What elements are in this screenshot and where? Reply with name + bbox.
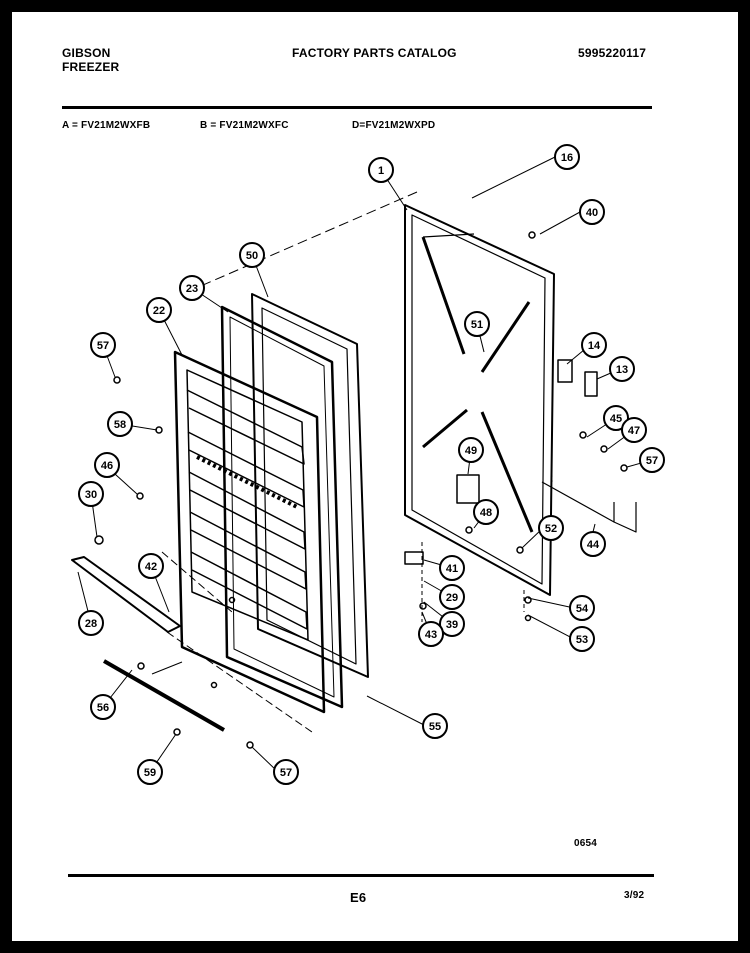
callout-46: 46	[94, 452, 120, 478]
callout-label: 51	[471, 319, 483, 331]
callout-label: 42	[145, 561, 157, 573]
callout-54: 54	[569, 595, 595, 621]
callout-label: 50	[246, 250, 258, 262]
callout-14: 14	[581, 332, 607, 358]
callout-label: 41	[446, 563, 458, 575]
callout-label: 28	[85, 618, 97, 630]
callout-label: 22	[153, 305, 165, 317]
page-number: E6	[350, 890, 367, 905]
callout-label: 40	[586, 207, 598, 219]
callout-label: 14	[588, 340, 601, 352]
callout-label: 13	[616, 364, 628, 376]
outer-door-inner-edge	[411, 214, 546, 585]
outer-door-panel	[404, 204, 555, 596]
part-callouts: 1 16 40 50 23 22 51 14 13 57 58 46 45 47 57 30 49 48 52 44 4…	[78, 144, 665, 785]
callout-50: 50	[239, 242, 265, 268]
catalog-number: 5995220117	[578, 46, 647, 60]
callout-41: 41	[439, 555, 465, 581]
callout-45: 45	[603, 405, 629, 431]
catalog-sheet: GIBSON FREEZER FACTORY PARTS CATALOG 599…	[12, 12, 738, 941]
callout-16: 16	[554, 144, 580, 170]
door-stop-49	[456, 474, 480, 504]
callout-label: 56	[97, 702, 109, 714]
inner-door-liner	[173, 350, 326, 714]
callout-43: 43	[418, 621, 444, 647]
callout-55: 55	[422, 713, 448, 739]
hinge-cover-14	[557, 359, 573, 383]
callout-40: 40	[579, 199, 605, 225]
callout-label: 57	[97, 340, 109, 352]
bottom-trim-strip	[71, 556, 181, 633]
callout-59: 59	[137, 759, 163, 785]
callout-39: 39	[439, 611, 465, 637]
callout-label: 48	[480, 507, 492, 519]
callout-29: 29	[439, 584, 465, 610]
callout-49: 49	[458, 437, 484, 463]
header-rule	[62, 106, 652, 109]
callout-30: 30	[78, 481, 104, 507]
exploded-door-diagram: 1 16 40 50 23 22 51 14 13 57 58 46 45 47 57 30 49 48 52 44 4…	[71, 144, 665, 785]
brand-name: GIBSON	[62, 46, 111, 60]
callout-label: 53	[576, 634, 588, 646]
drawing-number: 0654	[574, 838, 598, 849]
door-liner-frame	[220, 305, 344, 709]
catalog-title: FACTORY PARTS CATALOG	[292, 46, 457, 60]
callout-label: 39	[446, 619, 458, 631]
callout-label: 1	[378, 165, 384, 177]
callout-label: 23	[186, 283, 198, 295]
callout-13: 13	[609, 356, 635, 382]
callout-44: 44	[580, 531, 606, 557]
callout-57: 57	[90, 332, 116, 358]
callout-label: 49	[465, 445, 477, 457]
callout-label: 16	[561, 152, 573, 164]
callout-label: 52	[545, 523, 557, 535]
door-gasket	[251, 293, 369, 678]
callout-22: 22	[146, 297, 172, 323]
callout-42: 42	[138, 553, 164, 579]
callout-label: 59	[144, 767, 156, 779]
callout-47: 47	[621, 417, 647, 443]
callout-label: 54	[576, 603, 589, 615]
callout-23: 23	[179, 275, 205, 301]
callout-52: 52	[538, 515, 564, 541]
callout-label: 57	[646, 455, 658, 467]
callout-51: 51	[464, 311, 490, 337]
callout-label: 43	[425, 629, 437, 641]
revision-date: 3/92	[624, 890, 645, 901]
callout-label: 46	[101, 460, 113, 472]
callout-label: 45	[610, 413, 622, 425]
hinge-cover-13	[584, 371, 598, 397]
model-b: B = FV21M2WXFC	[200, 120, 289, 131]
callout-label: 58	[114, 419, 126, 431]
product-name: FREEZER	[62, 60, 120, 74]
callout-label: 29	[446, 592, 458, 604]
callout-28: 28	[78, 610, 104, 636]
callout-label: 30	[85, 489, 97, 501]
callout-57: 57	[639, 447, 665, 473]
kick-rod	[103, 659, 225, 732]
callout-label: 44	[587, 539, 600, 551]
callout-label: 55	[429, 721, 441, 733]
callout-label: 47	[628, 425, 640, 437]
callout-48: 48	[473, 499, 499, 525]
callout-label: 57	[280, 767, 292, 779]
hinge-bracket-41	[404, 551, 424, 565]
footer-rule	[68, 874, 654, 877]
callout-58: 58	[107, 411, 133, 437]
callout-53: 53	[569, 626, 595, 652]
model-a: A = FV21M2WXFB	[62, 120, 151, 131]
callout-57: 57	[273, 759, 299, 785]
callout-56: 56	[90, 694, 116, 720]
callout-1: 1	[368, 157, 394, 183]
model-d: D=FV21M2WXPD	[352, 120, 436, 131]
